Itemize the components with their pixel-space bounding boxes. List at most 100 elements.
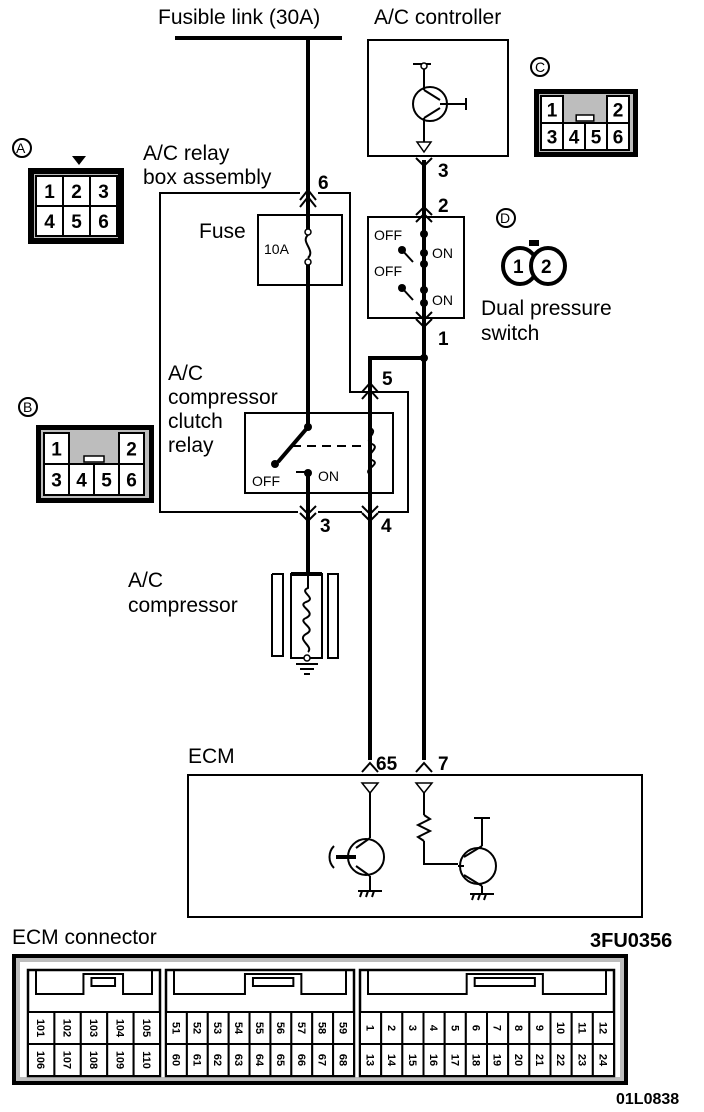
connector-a-pin-6-label: 6 (98, 212, 109, 233)
connector-c-pin-6-label: 6 (613, 128, 624, 149)
connector-b-pin-1-label: 1 (51, 440, 62, 461)
ecm-pin-label: 13 (364, 1054, 376, 1066)
ecm-resistor-icon (415, 814, 433, 842)
ecm-pin-64: 64 (248, 1043, 272, 1077)
ecm-pin-62: 62 (206, 1043, 230, 1077)
ac-controller-pin3: 3 (438, 161, 449, 182)
ecm-pin-21: 21 (528, 1043, 552, 1077)
fuse-element-icon (304, 234, 312, 259)
ecm-pin-66: 66 (290, 1043, 314, 1077)
ecm-pin-23: 23 (570, 1043, 594, 1077)
ecm-pin-label: 107 (61, 1051, 73, 1069)
compressor-clutch-relay: A/C compressor clutch relay OFF ON 5 3 4 (168, 362, 394, 537)
clutch-relay-pin5: 5 (382, 369, 393, 390)
clutch-relay-pin4: 4 (381, 516, 392, 537)
ecm-pin-4: 4 (422, 1011, 446, 1045)
relay-box-assembly: A/C relay box assembly 6 (143, 142, 409, 513)
ecm-pin-label: 2 (385, 1025, 397, 1031)
ecm-pin-55: 55 (248, 1011, 272, 1045)
ecm-pin-104: 104 (106, 1011, 135, 1045)
ecm-pin-107: 107 (53, 1043, 82, 1077)
switch-pin2-connector-icon (415, 205, 433, 223)
dual-pressure-switch-label-line1: Dual pressure (481, 297, 612, 320)
connector-b-pin-4: 4 (68, 463, 95, 496)
ecm-pin-label: 105 (140, 1019, 152, 1037)
ecm-pin-2: 2 (380, 1011, 404, 1045)
compressor-right-plate (327, 573, 339, 659)
ecm-pin-56: 56 (269, 1011, 293, 1045)
ecm-pin-65: 65 (269, 1043, 293, 1077)
dual-pressure-switch-box (367, 216, 465, 319)
switch-state-on-2: ON (432, 292, 453, 308)
ecm-pin-label: 64 (253, 1054, 265, 1067)
compressor-clutch-coil-icon (301, 574, 311, 653)
ecm-pin-106: 106 (27, 1043, 56, 1077)
connector-c-letter: C (535, 59, 545, 75)
ac-controller-transistor-icon (412, 62, 467, 154)
ecm-pin-52: 52 (185, 1011, 209, 1045)
ecm-pin-57: 57 (290, 1011, 314, 1045)
ecm-connector-key-icon (367, 970, 607, 995)
connector-a-badge-circle (12, 138, 32, 158)
clutch-relay-pin3: 3 (320, 516, 331, 537)
compressor-label-line2: compressor (128, 594, 238, 617)
connector-d: D 1 2 (496, 208, 567, 286)
relay-box-label-line1: A/C relay (143, 142, 230, 165)
connector-c-pin-4: 4 (562, 122, 586, 151)
clutch-relay-label-line2: compressor (168, 386, 278, 409)
connector-a-pin-2-label: 2 (71, 182, 82, 203)
ac-controller-box (367, 39, 509, 157)
ecm-pin-label: 59 (337, 1022, 349, 1034)
connector-c-pin-2: 2 (606, 95, 630, 124)
ecm-pin-label: 109 (113, 1051, 125, 1069)
ecm-pin-1: 1 (359, 1011, 383, 1045)
ecm-pin-3: 3 (401, 1011, 425, 1045)
connector-b-latch-icon (83, 455, 105, 463)
ecm-transistor-2-icon (414, 782, 497, 901)
ecm-pin-label: 67 (316, 1054, 328, 1066)
ecm-pin-label: 12 (596, 1022, 608, 1034)
ac-compressor: A/C compressor (128, 569, 339, 675)
ecm-transistor-1-icon (328, 782, 385, 898)
connector-a-letter: A (16, 140, 26, 156)
clutch-relay-box (244, 412, 394, 494)
ecm-pin-24: 24 (591, 1043, 615, 1077)
connector-a-pin-3-label: 3 (98, 182, 109, 203)
ecm-pin-label: 110 (140, 1051, 152, 1069)
ecm-pin-label: 17 (448, 1054, 460, 1066)
ecm-pin-label: 52 (190, 1022, 202, 1034)
connector-c-pin-6: 6 (606, 122, 630, 151)
switch-pin2: 2 (438, 196, 449, 217)
ecm-pin-label: 9 (533, 1025, 545, 1031)
connector-a-pin-2: 2 (62, 175, 91, 207)
ecm-pin-label: 53 (211, 1022, 223, 1034)
ecm-pin-label: 108 (87, 1051, 99, 1069)
ecm-connector-label: ECM connector (12, 926, 157, 949)
ecm-pin-68: 68 (332, 1043, 356, 1077)
ecm-pin-label: 24 (596, 1054, 608, 1067)
connector-a-key-icon (72, 156, 86, 165)
ecm-pin-label: 61 (190, 1054, 202, 1066)
connector-a-pin-4-label: 4 (44, 212, 55, 233)
ecm-pin-label: 4 (427, 1025, 439, 1032)
compressor-left-plate (271, 573, 284, 657)
ecm-pin65-connector-icon (361, 761, 379, 773)
diagram-code: 3FU0356 (590, 930, 672, 952)
connector-a-pin-5-label: 5 (71, 212, 82, 233)
ecm-pin-9: 9 (528, 1011, 552, 1045)
fuse-label: Fuse (199, 220, 246, 243)
connector-c-pin-2-label: 2 (613, 101, 624, 122)
ecm-pin-102: 102 (53, 1011, 82, 1045)
ecm-pin-label: 5 (448, 1025, 460, 1031)
relay-box-outline-right (318, 192, 409, 513)
ecm-pin-label: 15 (406, 1054, 418, 1066)
switch-pin1: 1 (438, 329, 449, 350)
ecm-pin-61: 61 (185, 1043, 209, 1077)
ecm-pin-59: 59 (332, 1011, 356, 1045)
ecm-pin-label: 104 (113, 1019, 125, 1038)
